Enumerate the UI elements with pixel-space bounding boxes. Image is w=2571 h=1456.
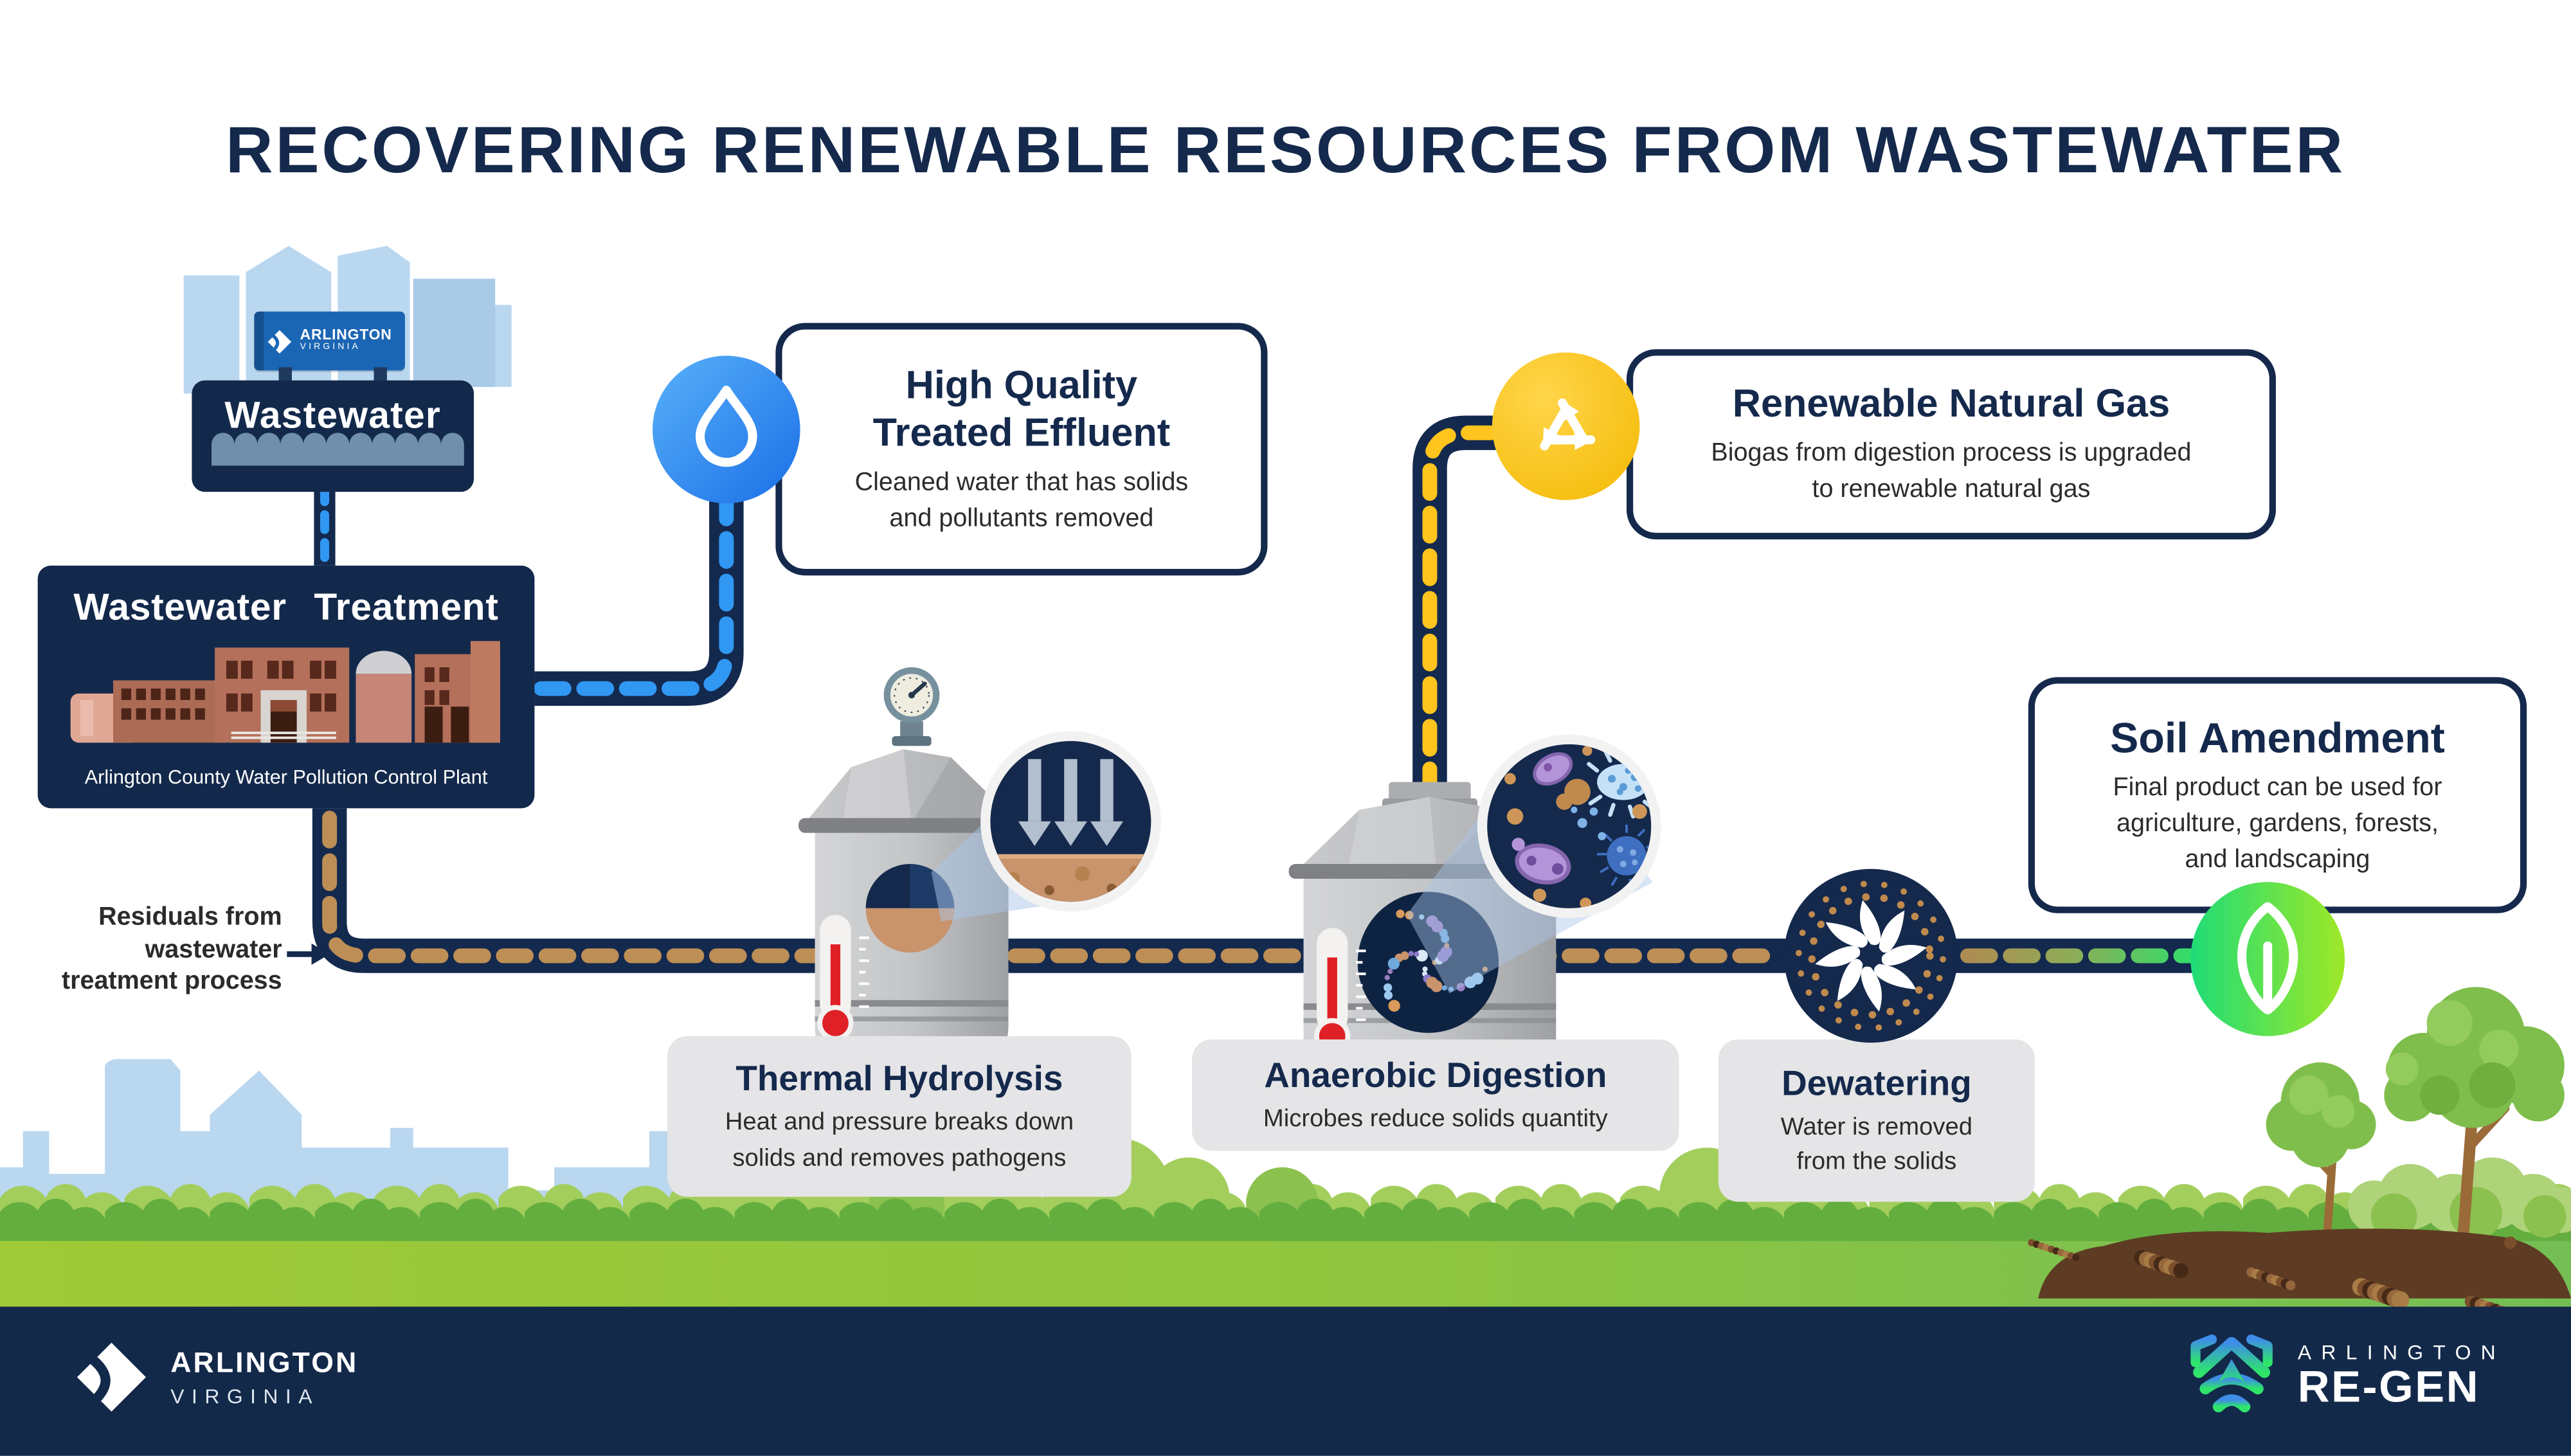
stage-body: Microbes reduce solids quantity [1263, 1104, 1608, 1133]
arlington-county-logo: ARLINGTON VIRGINIA [75, 1341, 358, 1413]
label-dewatering: Dewatering Water is removed from the sol… [1718, 1039, 2035, 1202]
pipe-biogas-dashes [1422, 425, 1503, 800]
water-wave-graphic [212, 433, 464, 466]
callout-body: Final product can be used for agricultur… [2113, 773, 2442, 874]
pipe-residuals-dashes [322, 811, 1782, 964]
residuals-note: Residuals from wastewater treatment proc… [61, 903, 282, 996]
tank-window [1357, 892, 1499, 1033]
arlington-diamond-icon [267, 329, 292, 353]
trees [2266, 987, 2571, 1247]
stage-title: Dewatering [1782, 1063, 1972, 1103]
arlington-regen-logo: ARLINGTON RE-GEN [2190, 1329, 2505, 1421]
thermal-inset-magnifier [980, 731, 1161, 912]
callout-soil-amendment: Soil Amendment Final product can be used… [2028, 677, 2527, 913]
footer-regen-top: ARLINGTON [2297, 1340, 2506, 1364]
treatment-caption: Arlington County Water Pollution Control… [84, 766, 488, 789]
stage-title: Thermal Hydrolysis [735, 1059, 1063, 1099]
digestion-inset-magnifier [1477, 734, 1661, 919]
page-title: RECOVERING RENEWABLE RESOURCES FROM WAST… [225, 114, 2346, 187]
pipe-effluent-dashes [534, 494, 734, 696]
footer-regen-bottom: RE-GEN [2297, 1362, 2480, 1412]
callout-title: Soil Amendment [2110, 712, 2445, 762]
callout-body: Cleaned water that has solids and pollut… [854, 468, 1189, 532]
large-tree [2384, 987, 2565, 1247]
arlington-sign: ARLINGTON VIRGINIA [254, 311, 405, 371]
right-arrow-icon [287, 943, 330, 965]
arlington-diamond-icon [77, 1342, 146, 1412]
treatment-plant-illustration [70, 641, 500, 743]
thermometer-icon [817, 915, 869, 1041]
stage-title: Anaerobic Digestion [1264, 1055, 1607, 1095]
footer-bar: ARLINGTON VIRGINIA [0, 1306, 2571, 1456]
wastewater-label: Wastewater [224, 393, 442, 436]
skyline-building [413, 278, 496, 387]
sign-brand-label: ARLINGTON [300, 327, 392, 344]
down-arrows-icon [1018, 759, 1124, 847]
callout-title: High Quality Treated Effluent [872, 363, 1171, 455]
callout-title: Renewable Natural Gas [1732, 381, 2170, 426]
footer-county-region: VIRGINIA [170, 1385, 320, 1408]
microbe-specks [1384, 909, 1488, 1012]
wastewater-treatment-box: Wastewater Treatment [37, 565, 535, 809]
sign-region-label: VIRGINIA [300, 342, 361, 352]
stage-body: Heat and pressure breaks down solids and… [725, 1108, 1074, 1172]
callout-renewable-natural-gas: Renewable Natural Gas Biogas from digest… [1626, 349, 2276, 540]
label-thermal-hydrolysis: Thermal Hydrolysis Heat and pressure bre… [667, 1036, 1132, 1197]
thermal-hydrolysis-tank [798, 667, 1161, 1059]
wastewater-intake-box: Wastewater [192, 380, 474, 492]
small-tree [2266, 1062, 2376, 1246]
stage-body: Water is removed from the solids [1780, 1112, 1973, 1176]
callout-body: Biogas from digestion process is upgrade… [1711, 438, 2192, 503]
regen-leaf-shield-icon [2191, 1335, 2273, 1413]
skyline-building [183, 275, 240, 394]
callout-high-quality-effluent: High Quality Treated Effluent Cleaned wa… [775, 323, 1268, 576]
footer-county-name: ARLINGTON [170, 1345, 359, 1379]
soil-amendment-pile [2028, 1228, 2571, 1320]
treatment-title: Wastewater Treatment [73, 585, 499, 628]
label-anaerobic-digestion: Anaerobic Digestion Microbes reduce soli… [1192, 1039, 1679, 1151]
pressure-gauge-icon [883, 667, 940, 746]
